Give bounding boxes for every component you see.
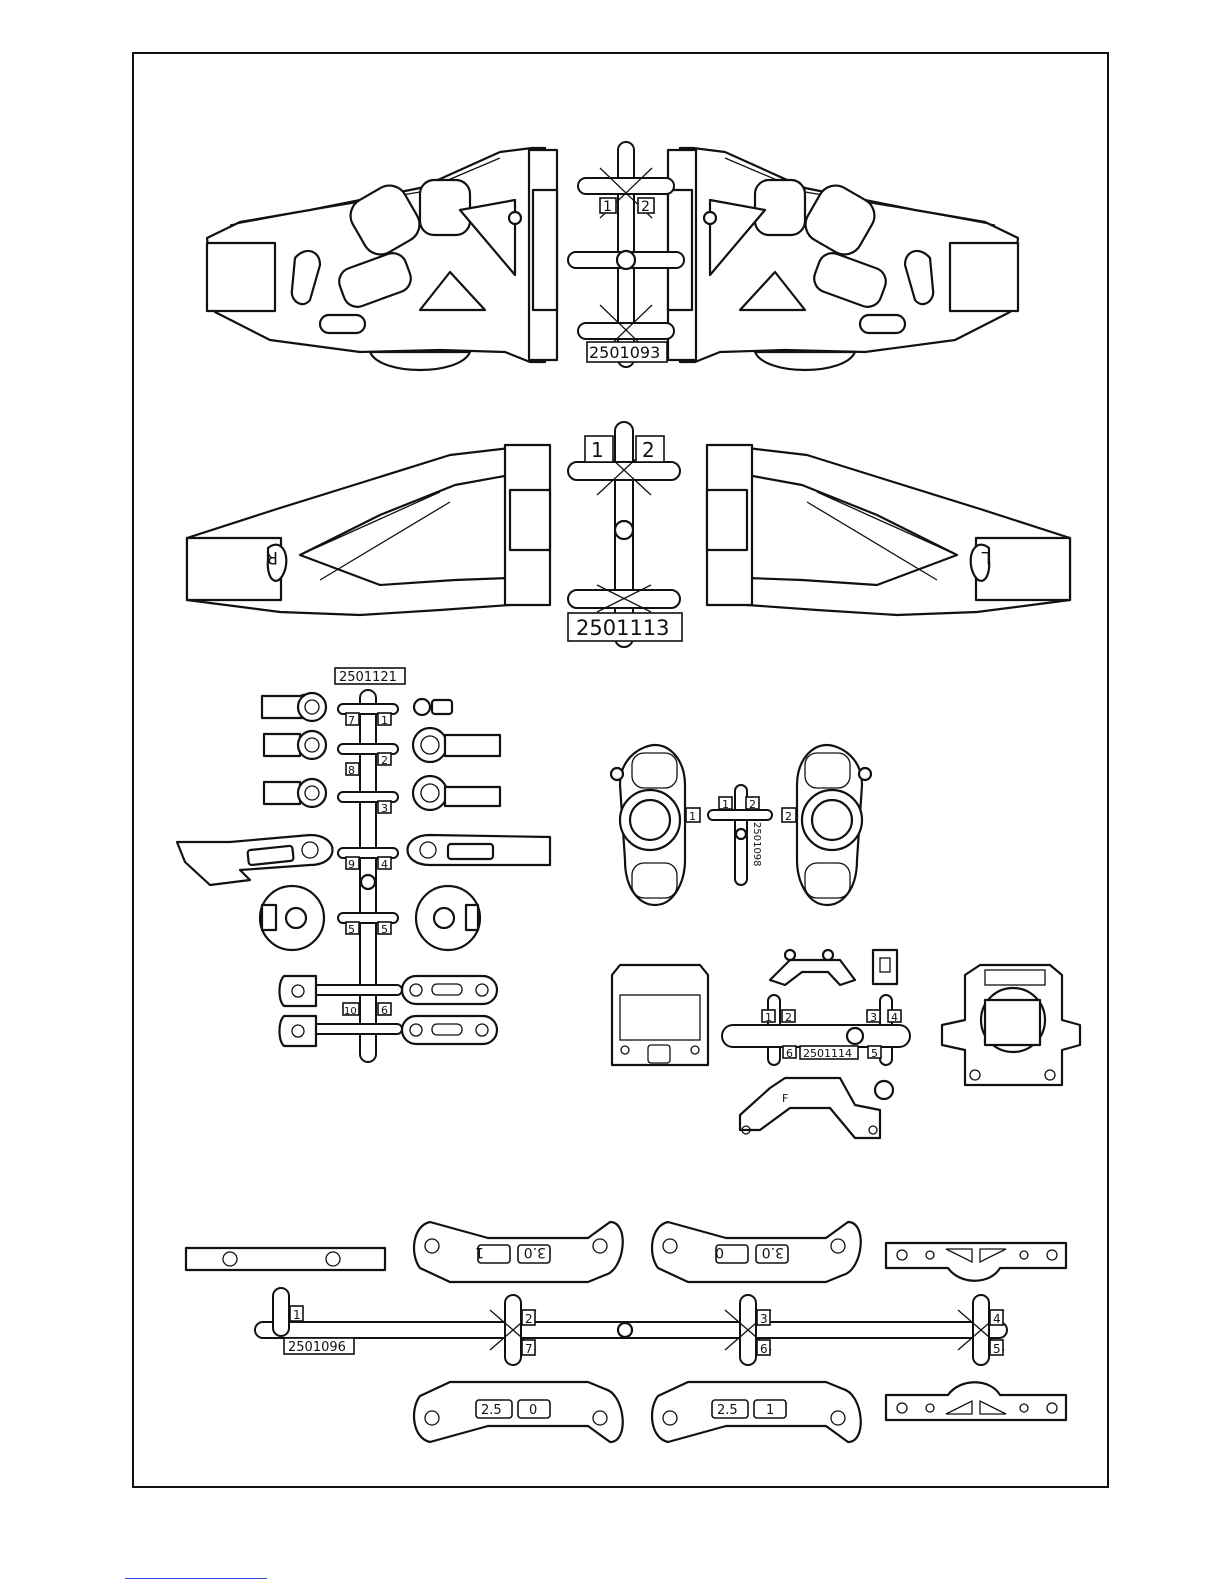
bulkhead-number: 4	[891, 1011, 898, 1024]
insert-value: 1	[766, 1403, 774, 1418]
small-tree-number: 3	[381, 802, 388, 815]
small-tree-number: 5	[348, 923, 355, 936]
hinge-runner-number: 2	[525, 1312, 533, 1326]
front-arm-runner: 1 2 2501093	[568, 142, 684, 367]
bulkhead-tree: 1 2 3 4 6 5 2501114 F	[612, 950, 1080, 1138]
insert-value: 0	[715, 1244, 724, 1260]
insert-value: 3.0	[762, 1244, 784, 1260]
insert-value: 2.5	[481, 1403, 502, 1418]
bulkhead-number: 6	[786, 1047, 793, 1060]
left-arm-letter: L	[981, 547, 991, 567]
small-tree-number: 6	[381, 1004, 388, 1017]
bulkhead-tree-label: 2501114	[803, 1047, 852, 1060]
small-tree-number: 9	[348, 858, 355, 871]
bulkhead-number: 1	[765, 1011, 772, 1024]
front-arm-tree-label: 2501093	[589, 343, 660, 362]
insert-value: 0	[529, 1403, 537, 1418]
hinge-block-tree-label: 2501096	[288, 1340, 346, 1355]
front-arm-right	[207, 148, 557, 370]
front-runner-number-2: 2	[641, 199, 650, 215]
insert-value: 2.5	[717, 1403, 738, 1418]
bulkhead-number: 3	[870, 1011, 877, 1024]
brace-letter: F	[782, 1092, 788, 1105]
small-parts-tree-label: 2501121	[339, 670, 397, 685]
hinge-runner-number: 6	[760, 1342, 768, 1356]
small-parts-tree: 2501121 7 1 8 2 3 9 4 5 5 10 6	[177, 668, 550, 1062]
hub-tree-label: 2501098	[751, 822, 762, 867]
hinge-runner-number: 7	[525, 1342, 533, 1356]
rear-arm-right: R	[187, 445, 550, 615]
small-tree-number: 10	[344, 1006, 357, 1017]
hub-tree: 1 2 1 2 2501098	[611, 745, 871, 905]
small-tree-number: 2	[381, 754, 388, 767]
small-tree-number: 1	[381, 714, 388, 727]
hinge-runner-number: 1	[293, 1308, 301, 1322]
small-tree-number: 5	[381, 923, 388, 936]
rear-arm-left: L	[707, 445, 1070, 615]
hinge-block-tree: 1 3.0 0 3.0 1 2 7 3 6 4 5	[186, 1222, 1066, 1442]
small-tree-number: 7	[348, 714, 355, 727]
small-tree-number: 4	[381, 858, 388, 871]
small-tree-number: 8	[348, 764, 355, 777]
right-arm-letter: R	[266, 547, 278, 567]
hinge-runner-number: 5	[993, 1342, 1001, 1356]
front-runner-number-1: 1	[603, 199, 612, 215]
bottom-rule	[125, 1578, 267, 1579]
hinge-runner-number: 3	[760, 1312, 768, 1326]
hub-number: 2	[785, 810, 792, 823]
rear-runner-number-1: 1	[591, 438, 604, 462]
insert-value: 1	[475, 1244, 484, 1260]
hub-number: 1	[689, 810, 696, 823]
bulkhead-number: 5	[871, 1047, 878, 1060]
rear-arm-tree-label: 2501113	[576, 616, 670, 640]
hub-number: 2	[749, 798, 756, 811]
insert-value: 3.0	[524, 1244, 546, 1260]
rear-runner-number-2: 2	[642, 438, 655, 462]
hinge-runner-number: 4	[993, 1312, 1001, 1326]
front-arm-left	[668, 148, 1018, 370]
hub-number: 1	[722, 798, 729, 811]
bulkhead-number: 2	[785, 1011, 792, 1024]
rear-arm-runner: 1 2 2501113	[568, 422, 682, 647]
